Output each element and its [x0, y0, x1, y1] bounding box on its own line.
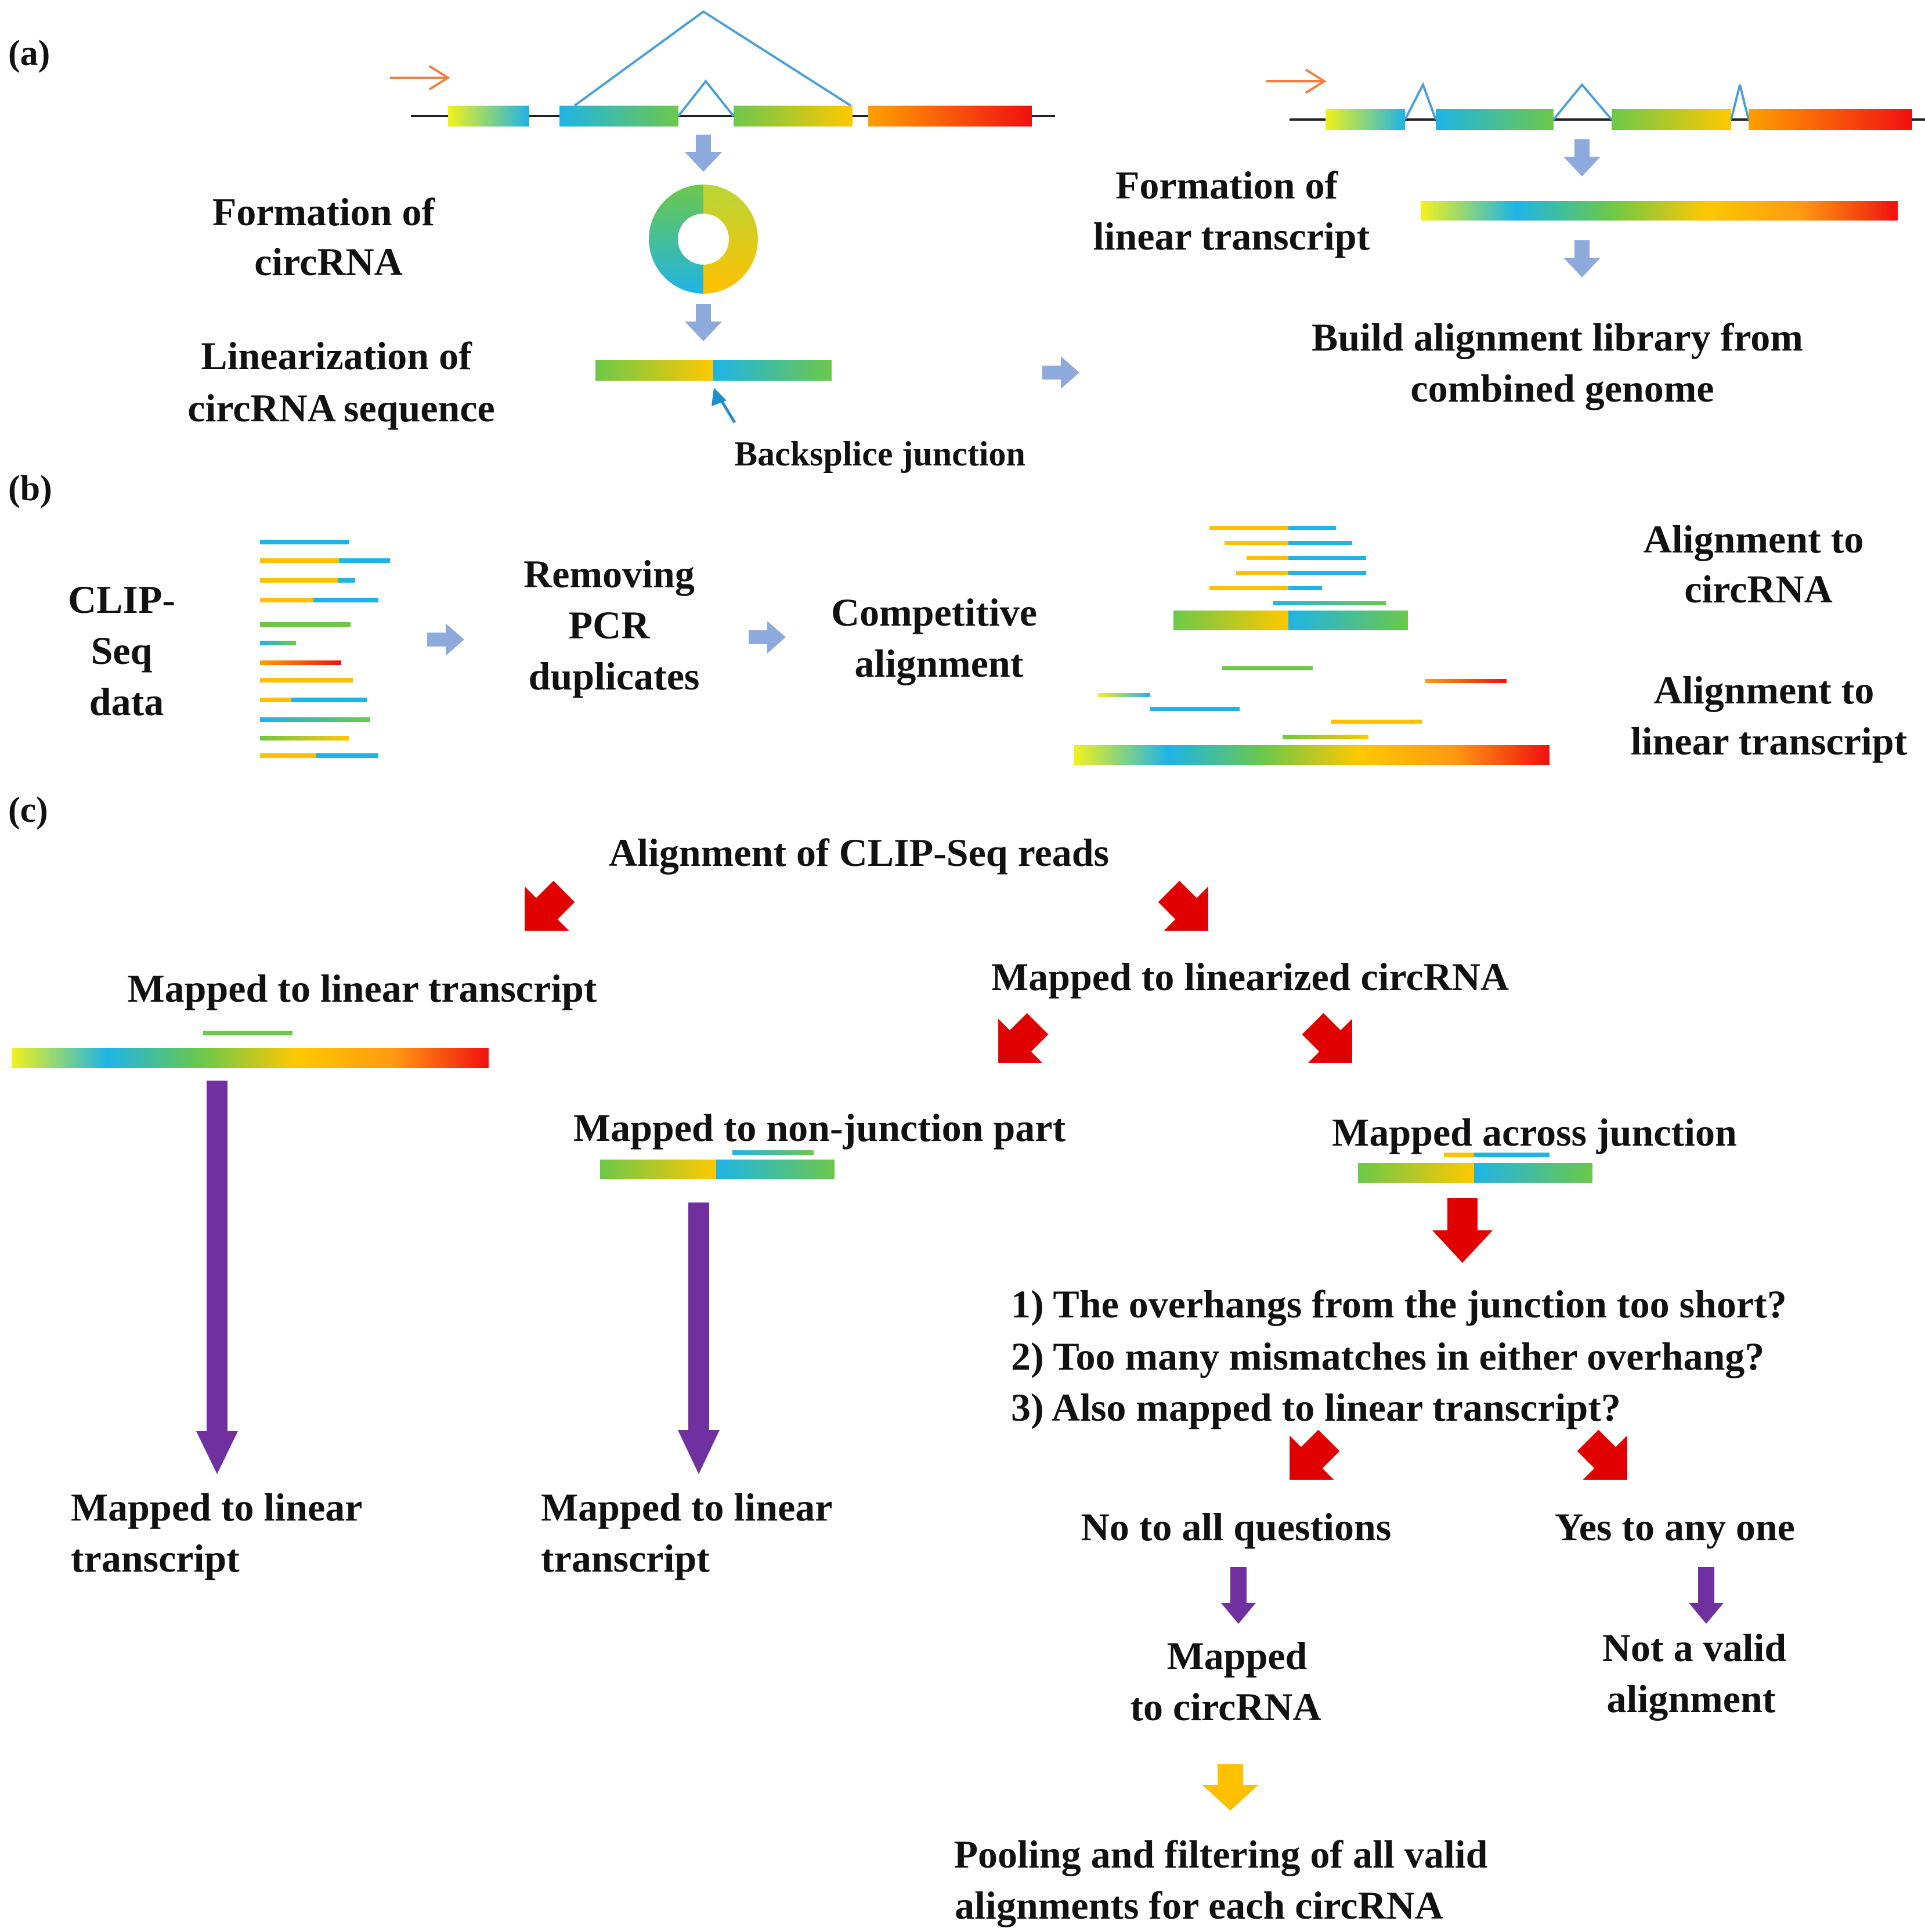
result-linear-1-label: Mapped to linear transcript: [71, 1485, 371, 1580]
purple-arrow-long-1: [196, 1081, 238, 1474]
mapped-circ-label: Mapped to circRNA: [1130, 1634, 1321, 1729]
competitive-alignment-label: Competitive alignment: [831, 590, 1047, 685]
purple-arrow-yes: [1689, 1567, 1724, 1624]
removing-pcr-label: Removing PCR duplicates: [523, 552, 705, 698]
red-arrow-yes: [1565, 1418, 1650, 1503]
panel-label-c: (c): [8, 790, 48, 830]
linearized-circrna-bar: [595, 360, 832, 381]
linear-transcript-bar: [1421, 201, 1898, 221]
red-arrow-right: [1146, 869, 1231, 954]
linear-gene-model: [1266, 68, 1925, 130]
mapped-across-junction-label: Mapped across junction: [1332, 1110, 1737, 1154]
yes-to-any-label: Yes to any one: [1555, 1505, 1795, 1549]
gold-arrow: [1202, 1764, 1258, 1811]
backsplice-pointer-icon: [712, 388, 736, 424]
mapped-nonjunction-label: Mapped to non-junction part: [573, 1106, 1066, 1150]
clip-seq-data-label: CLIP- Seq data: [68, 577, 185, 724]
junction-bar: [1358, 1153, 1592, 1183]
no-to-all-label: No to all questions: [1081, 1505, 1392, 1549]
purple-arrow-long-2: [678, 1202, 720, 1474]
alignment-circ-label: Alignment to circRNA: [1644, 517, 1874, 611]
linear-alignment-reads: [1074, 666, 1550, 765]
red-arrow-no: [1267, 1418, 1352, 1503]
mapped-linearized-circ-label: Mapped to linearized circRNA: [991, 955, 1509, 999]
clip-seq-reads: [260, 540, 390, 758]
mapped-linear-transcript: [12, 1031, 489, 1068]
linear-formation-label: Formation of linear transcript: [1093, 163, 1370, 258]
backsplice-arc: [573, 10, 852, 107]
panel-label-a: (a): [8, 34, 50, 73]
pooling-label: Pooling and filtering of all valid align…: [954, 1832, 1498, 1927]
red-arrow-left: [502, 869, 587, 954]
build-library-label: Build alignment library from combined ge…: [1312, 315, 1813, 410]
nonjunction-bar: [600, 1150, 835, 1179]
circrna-ring: [649, 185, 758, 294]
root-label: Alignment of CLIP-Seq reads: [609, 830, 1109, 875]
purple-arrow-no: [1221, 1567, 1256, 1624]
alignment-linear-label: Alignment to linear transcript: [1631, 668, 1908, 763]
red-arrow-nonjunction: [976, 1001, 1060, 1086]
red-arrow-junction: [1290, 1001, 1375, 1086]
circ-alignment-reads: [1173, 526, 1408, 630]
circ-linearization-label: Linearization of circRNA sequence: [187, 334, 494, 430]
result-linear-2-label: Mapped to linear transcript: [541, 1485, 841, 1580]
mapped-linear-label: Mapped to linear transcript: [127, 966, 597, 1010]
panel-label-b: (b): [8, 469, 52, 508]
not-valid-label: Not a valid alignment: [1602, 1626, 1796, 1721]
questions-list: 1) The overhangs from the junction too s…: [1011, 1282, 1797, 1429]
red-arrow-questions: [1432, 1198, 1493, 1263]
circ-gene-model: [390, 10, 1055, 127]
circ-formation-label: Formation of circRNA: [212, 190, 445, 284]
backsplice-junction-label: Backsplice junction: [734, 435, 1025, 473]
